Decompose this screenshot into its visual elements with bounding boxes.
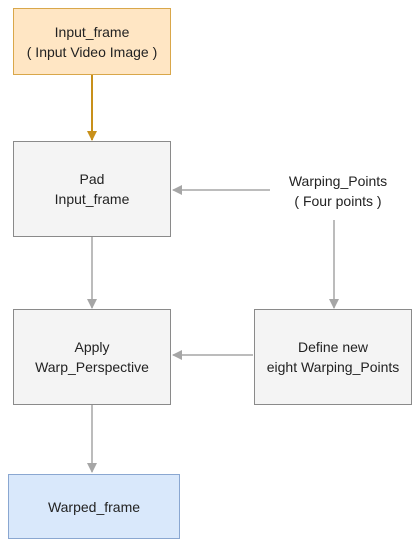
- input-frame-title: Input_frame: [54, 23, 130, 40]
- warped-frame-title: Warped_frame: [47, 498, 141, 515]
- apply-warp-perspective-node: Apply Warp_Perspective: [13, 309, 171, 405]
- pad-input-frame-node: Pad Input_frame: [13, 141, 171, 237]
- apply-node-line2: Warp_Perspective: [35, 359, 149, 375]
- input-frame-node: Input_frame ( Input Video Image ): [13, 8, 171, 75]
- define-node-line1: Define new: [297, 339, 369, 355]
- define-warping-points-node: Define new eight Warping_Points: [254, 309, 412, 405]
- warped-frame-node: Warped_frame: [8, 474, 180, 539]
- input-frame-subtitle: ( Input Video Image ): [26, 43, 158, 60]
- warping-points-title: Warping_Points: [288, 173, 388, 189]
- warping-points-subtitle: ( Four points ): [294, 193, 382, 209]
- pad-node-line2: Input_frame: [54, 191, 130, 207]
- pad-node-line1: Pad: [79, 171, 105, 187]
- warping-points-node: Warping_Points ( Four points ): [270, 171, 406, 211]
- apply-node-line1: Apply: [74, 339, 110, 355]
- define-node-line2: eight Warping_Points: [266, 359, 400, 375]
